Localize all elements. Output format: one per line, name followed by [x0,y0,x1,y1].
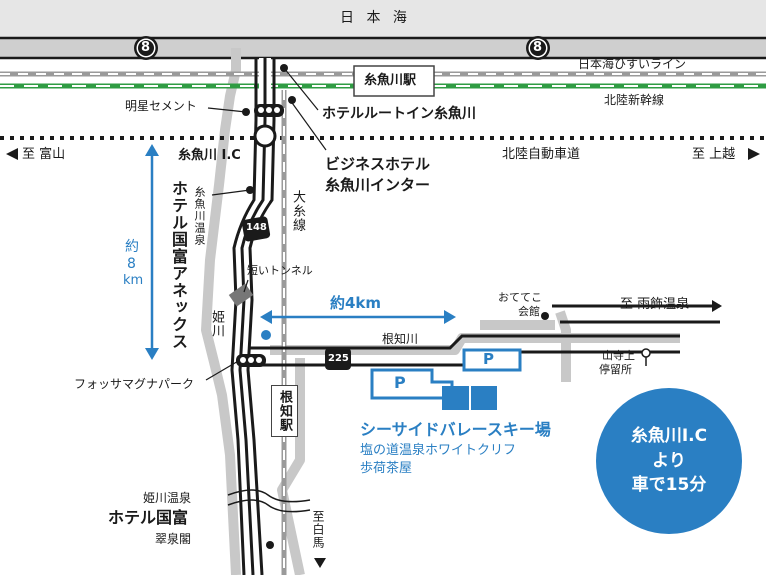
travel-time-badge: 糸魚川I.C より 車で15分 [596,388,742,534]
itoigawa-ic-node [253,124,277,148]
oteteko-label: おててこ [498,291,542,304]
parking-left-label: P [394,373,406,392]
meisei-connector [207,107,247,113]
nechi-station-box: 根知駅 [271,385,298,437]
route-8-shield-left [134,36,158,60]
parking-right-label: P [483,350,494,368]
itoigawa-ic-label: 糸魚川 I.C [178,148,241,163]
to-hakuba-label: 至白馬 [311,510,325,549]
meisei-cement-label: 明星セメント [125,99,197,113]
south-arrow-hakuba [314,558,326,568]
himekawa-label: 姫川 [209,310,224,338]
east-arrow-joetsu [748,148,760,160]
route-inn-connector [283,67,319,111]
arrow-left-head [260,310,272,324]
parking-right-shape [462,348,522,372]
badge-line-2: より [652,450,686,471]
west-arrow [6,148,18,160]
dot-annex [246,186,254,194]
kaikan-label: 会館 [518,305,540,318]
dot-oteteko [541,312,549,320]
sea-label: 日 本 海 [340,10,411,26]
annex-label-1: 糸魚川温泉 [193,186,206,246]
arrow-right-head [444,310,456,324]
arrow-up-head [145,144,159,156]
gray-road-east-branch [555,310,571,382]
short-tunnel-marker [228,283,254,307]
road-148-left [230,58,258,575]
route-148-shield [241,216,271,242]
road-nechi-top [250,334,680,350]
hotel-route-inn-label: ホテルルートイン糸魚川 [322,106,476,122]
bus-stop-icon [641,348,651,358]
annex-label-2: ホテル国富アネックス [169,180,188,350]
river-curve-upper [227,489,311,503]
itoigawa-station-box [353,65,435,97]
fossa-magna-label: フォッサマグナパーク [74,377,195,391]
dot-meisei [242,108,250,116]
tunnel-connector [243,279,249,293]
dot-kokufu [266,541,274,549]
hoka-chaya-label: 歩荷茶屋 [360,461,413,476]
bus-stop-label: 停留所 [599,363,632,376]
route-8-road [0,38,766,58]
yamaderakami-label: 山寺上 [602,349,635,362]
route-8-number-right: 8 [533,40,543,55]
business-hotel-label-1: ビジネスホテル [325,155,431,173]
distance-arrows [145,144,456,360]
dot-fossa [261,330,271,340]
nechi-station-label: 根知駅 [277,390,292,432]
river-curve-lower [227,499,311,513]
annex-connector [211,189,251,196]
route-8-shield-right [526,36,550,60]
approx-8km-label-1: 約 [125,239,139,255]
route-8-number-left: 8 [141,40,151,55]
fossa-connector [205,359,241,381]
business-hotel-connector [289,99,327,151]
approx-8km-label-3: km [123,273,144,288]
place-dots [242,64,549,549]
gray-road-kokufu [277,358,305,575]
white-cliff-label: 塩の道温泉ホワイトクリフ [360,443,517,458]
himekawa-onsen-label: 姫川温泉 [143,491,192,505]
nechi-river-label: 根知川 [382,332,419,346]
sea-area [0,0,766,38]
oito-line-label: 大糸線 [290,190,305,232]
approx-8km-label-2: 8 [127,256,136,272]
suisenkaku-label: 翠泉閣 [155,532,192,546]
route-225-shield [325,348,351,370]
traffic-signals [236,104,284,367]
dot-route-inn [280,64,288,72]
badge-line-1: 糸魚川I.C [630,426,708,447]
route-148-number: 148 [246,222,267,233]
itoigawa-station-label: 糸魚川駅 [364,73,417,88]
east-arrow-amakazari [712,300,722,312]
hisui-line-label: 日本海ひすいライン [578,57,687,71]
expressway-label: 北陸自動車道 [502,147,581,162]
shinkansen-label: 北陸新幹線 [604,93,665,107]
badge-line-3: 車で15分 [631,475,707,496]
arrow-down-head [145,348,159,360]
short-tunnel-label: 短いトンネル [247,264,313,277]
business-hotel-label-2: 糸魚川インター [325,176,431,194]
hotel-kokufu-label: ホテル国富 [108,508,189,527]
approx-4km-label: 約4km [330,294,382,312]
parking-left-shape [370,368,454,400]
to-amakazari-label: 至 雨飾温泉 [620,297,690,312]
dot-business-hotel [288,96,296,104]
ski-resort-label: シーサイドバレースキー場 [360,420,551,439]
to-joetsu-label: 至 上越 [692,147,736,162]
to-toyama-label: 至 富山 [22,147,66,162]
route-225-number: 225 [328,353,349,364]
